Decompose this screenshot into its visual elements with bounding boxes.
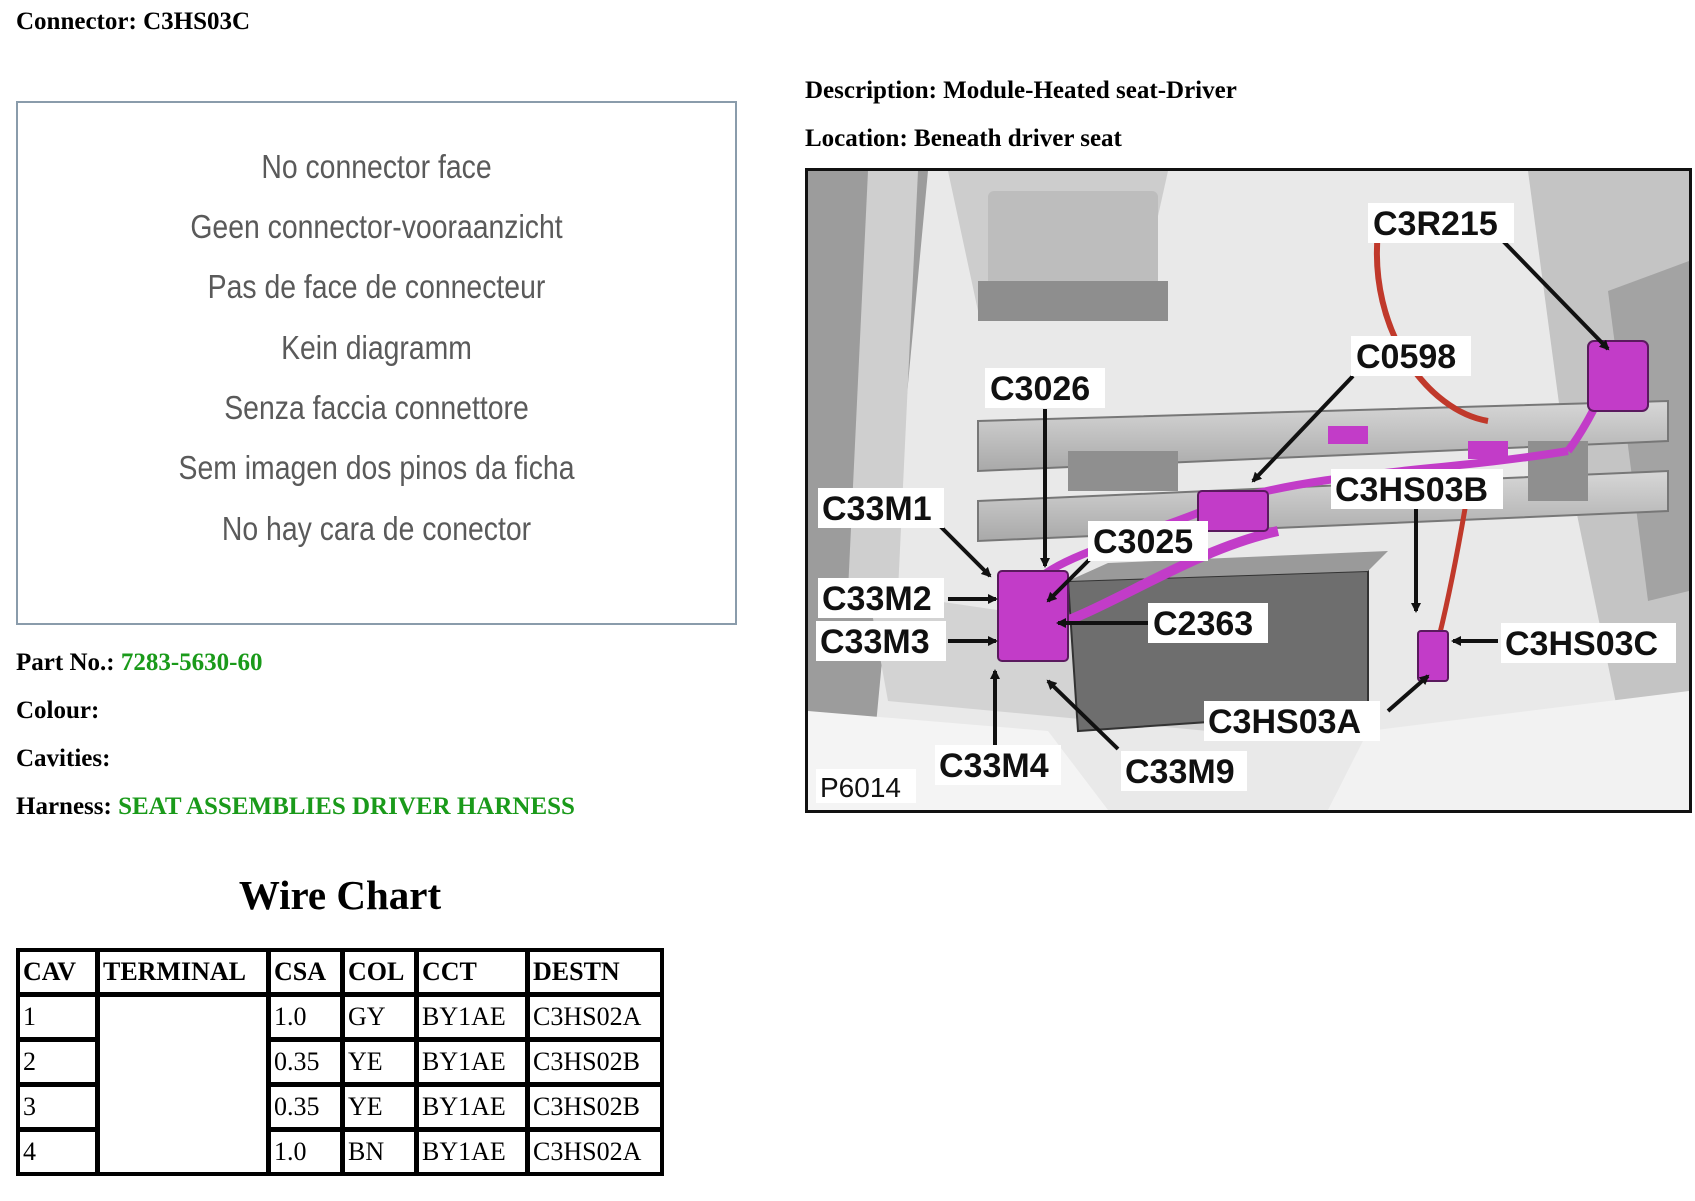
face-notice-line: Pas de face de connecteur: [207, 268, 546, 305]
face-notice-line: Kein diagramm: [281, 329, 472, 366]
column-header-col: COL: [341, 948, 418, 996]
callout-label: C3HS03C: [1505, 625, 1658, 663]
destn-cell: C3HS02A: [526, 1128, 664, 1176]
description-row: Description: Module-Heated seat-Driver: [805, 77, 1237, 105]
column-header-cav: CAV: [16, 948, 99, 996]
csa-cell: 1.0: [267, 993, 344, 1041]
callout-label: C3HS03B: [1335, 471, 1488, 509]
column-header-terminal: TERMINAL: [96, 948, 270, 996]
destn-cell: C3HS02A: [526, 993, 664, 1041]
csa-cell: 0.35: [267, 1083, 344, 1131]
col-cell: GY: [341, 993, 418, 1041]
cct-cell: BY1AE: [415, 1083, 529, 1131]
cct-cell: BY1AE: [415, 993, 529, 1041]
seat-illustration: C3R215 C0598 C3026 C33M1 C3025 C3HS03B C…: [808, 171, 1689, 810]
part-number-link[interactable]: 7283-5630-60: [120, 649, 263, 676]
table-row: 3 0.35 YE BY1AE C3HS02B: [16, 1083, 664, 1131]
cavities-row: Cavities:: [16, 745, 110, 773]
col-cell: YE: [341, 1038, 418, 1086]
description-label: Description:: [805, 77, 937, 104]
column-header-csa: CSA: [267, 948, 344, 996]
cav-cell: 3: [16, 1083, 99, 1131]
callout-label: C3026: [990, 370, 1090, 408]
harness-label: Harness:: [16, 793, 112, 820]
table-header-row: CAV TERMINAL CSA COL CCT DESTN: [16, 948, 664, 996]
face-notice-line: Geen connector-vooraanzicht: [190, 208, 563, 245]
part-number-label: Part No.:: [16, 649, 115, 676]
table-row: 2 0.35 YE BY1AE C3HS02B: [16, 1038, 664, 1086]
figure-id: P6014: [820, 772, 901, 803]
location-diagram: C3R215 C0598 C3026 C33M1 C3025 C3HS03B C…: [805, 168, 1692, 813]
column-header-cct: CCT: [415, 948, 529, 996]
location-row: Location: Beneath driver seat: [805, 125, 1122, 153]
location-value: Beneath driver seat: [914, 125, 1122, 152]
face-notice-line: Senza faccia connettore: [224, 389, 529, 426]
connector-value: C3HS03C: [143, 8, 251, 35]
connector-title: Connector: C3HS03C: [16, 8, 250, 36]
face-notice-line: No hay cara de conector: [221, 510, 532, 547]
callout-label: C33M4: [939, 747, 1049, 785]
connector-face-box: No connector face Geen connector-vooraan…: [16, 101, 737, 625]
harness-row: Harness: SEAT ASSEMBLIES DRIVER HARNESS: [16, 793, 575, 821]
cct-cell: BY1AE: [415, 1128, 529, 1176]
callout-label: C33M9: [1125, 753, 1235, 791]
colour-row: Colour:: [16, 697, 99, 725]
cavities-label: Cavities:: [16, 745, 111, 772]
connector-label: Connector:: [16, 8, 137, 35]
callout-label: C33M3: [820, 623, 930, 661]
cav-cell: 2: [16, 1038, 99, 1086]
terminal-cell: [96, 993, 270, 1176]
callout-label: C0598: [1356, 338, 1456, 376]
callout-label: C3R215: [1373, 205, 1498, 243]
description-value: Module-Heated seat-Driver: [943, 77, 1237, 104]
part-number-row: Part No.: 7283-5630-60: [16, 649, 262, 677]
csa-cell: 0.35: [267, 1038, 344, 1086]
location-label: Location:: [805, 125, 908, 152]
table-row: 4 1.0 BN BY1AE C3HS02A: [16, 1128, 664, 1176]
wire-chart-table: CAV TERMINAL CSA COL CCT DESTN 1 1.0 GY …: [16, 948, 664, 1176]
colour-label: Colour:: [16, 697, 100, 724]
callout-label: C3025: [1093, 523, 1193, 561]
destn-cell: C3HS02B: [526, 1038, 664, 1086]
face-notice-line: No connector face: [261, 148, 492, 185]
cav-cell: 1: [16, 993, 99, 1041]
table-row: 1 1.0 GY BY1AE C3HS02A: [16, 993, 664, 1176]
col-cell: YE: [341, 1083, 418, 1131]
wire-chart-title: Wire Chart: [238, 872, 442, 918]
harness-link[interactable]: SEAT ASSEMBLIES DRIVER HARNESS: [118, 793, 575, 820]
face-notice-line: Sem imagen dos pinos da ficha: [178, 449, 575, 486]
callout-label: C3HS03A: [1208, 703, 1361, 741]
column-header-destn: DESTN: [526, 948, 664, 996]
csa-cell: 1.0: [267, 1128, 344, 1176]
destn-cell: C3HS02B: [526, 1083, 664, 1131]
col-cell: BN: [341, 1128, 418, 1176]
cct-cell: BY1AE: [415, 1038, 529, 1086]
callout-label: C33M2: [822, 580, 932, 618]
callout-label: C33M1: [822, 490, 932, 528]
callout-label: C2363: [1153, 605, 1253, 643]
cav-cell: 4: [16, 1128, 99, 1176]
